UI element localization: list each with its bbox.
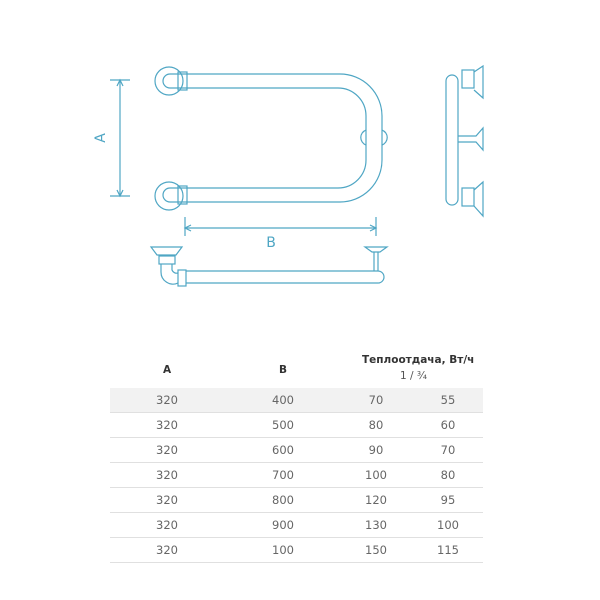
cell-a: 320 — [156, 518, 178, 532]
cell-b: 800 — [272, 493, 294, 507]
table-row: 320 100 150 115 — [110, 538, 483, 563]
cell-heat-1: 100 — [365, 468, 387, 482]
cell-heat-34: 70 — [440, 443, 456, 457]
header-heat-sub: 1 / ¾ — [400, 370, 428, 382]
towel-rail-technical-drawing: A B — [93, 64, 484, 287]
table-row: 320 700 100 80 — [110, 463, 483, 488]
bottom-view — [149, 246, 389, 287]
cell-heat-34: 80 — [440, 468, 456, 482]
cell-heat-1: 80 — [368, 418, 384, 432]
table-row: 320 800 120 95 — [110, 488, 483, 513]
cell-heat-34: 60 — [440, 418, 456, 432]
table-row: 320 500 80 60 — [110, 413, 483, 438]
table-row: 320 600 90 70 — [110, 438, 483, 463]
cell-heat-1: 130 — [365, 518, 387, 532]
dim-a-label: A — [93, 133, 109, 143]
cell-a: 320 — [156, 543, 178, 557]
cell-heat-34: 95 — [440, 493, 456, 507]
cell-heat-1: 90 — [368, 443, 384, 457]
cell-heat-34: 100 — [437, 518, 459, 532]
cell-b: 700 — [272, 468, 294, 482]
table-header: A B Теплоотдача, Вт/ч 1 / ¾ — [110, 352, 483, 388]
table-row: 320 400 70 55 — [110, 388, 483, 413]
cell-heat-1: 150 — [365, 543, 387, 557]
cell-b: 600 — [272, 443, 294, 457]
cell-a: 320 — [156, 418, 178, 432]
cell-heat-34: 55 — [440, 393, 456, 407]
cell-b: 100 — [272, 543, 294, 557]
header-heat-output: Теплоотдача, Вт/ч — [362, 354, 475, 366]
cell-heat-1: 70 — [368, 393, 384, 407]
header-b: B — [279, 364, 288, 376]
side-view — [445, 64, 484, 218]
dimension-b — [183, 217, 378, 236]
table-row: 320 900 130 100 — [110, 513, 483, 538]
cell-b: 500 — [272, 418, 294, 432]
cell-a: 320 — [156, 493, 178, 507]
cell-heat-34: 115 — [437, 543, 459, 557]
front-view — [154, 66, 388, 211]
header-a: A — [163, 364, 172, 376]
cell-b: 900 — [272, 518, 294, 532]
dim-b-label: B — [266, 235, 276, 251]
cell-a: 320 — [156, 468, 178, 482]
cell-a: 320 — [156, 393, 178, 407]
cell-a: 320 — [156, 443, 178, 457]
cell-b: 400 — [272, 393, 294, 407]
dimension-a — [110, 78, 130, 198]
cell-heat-1: 120 — [365, 493, 387, 507]
